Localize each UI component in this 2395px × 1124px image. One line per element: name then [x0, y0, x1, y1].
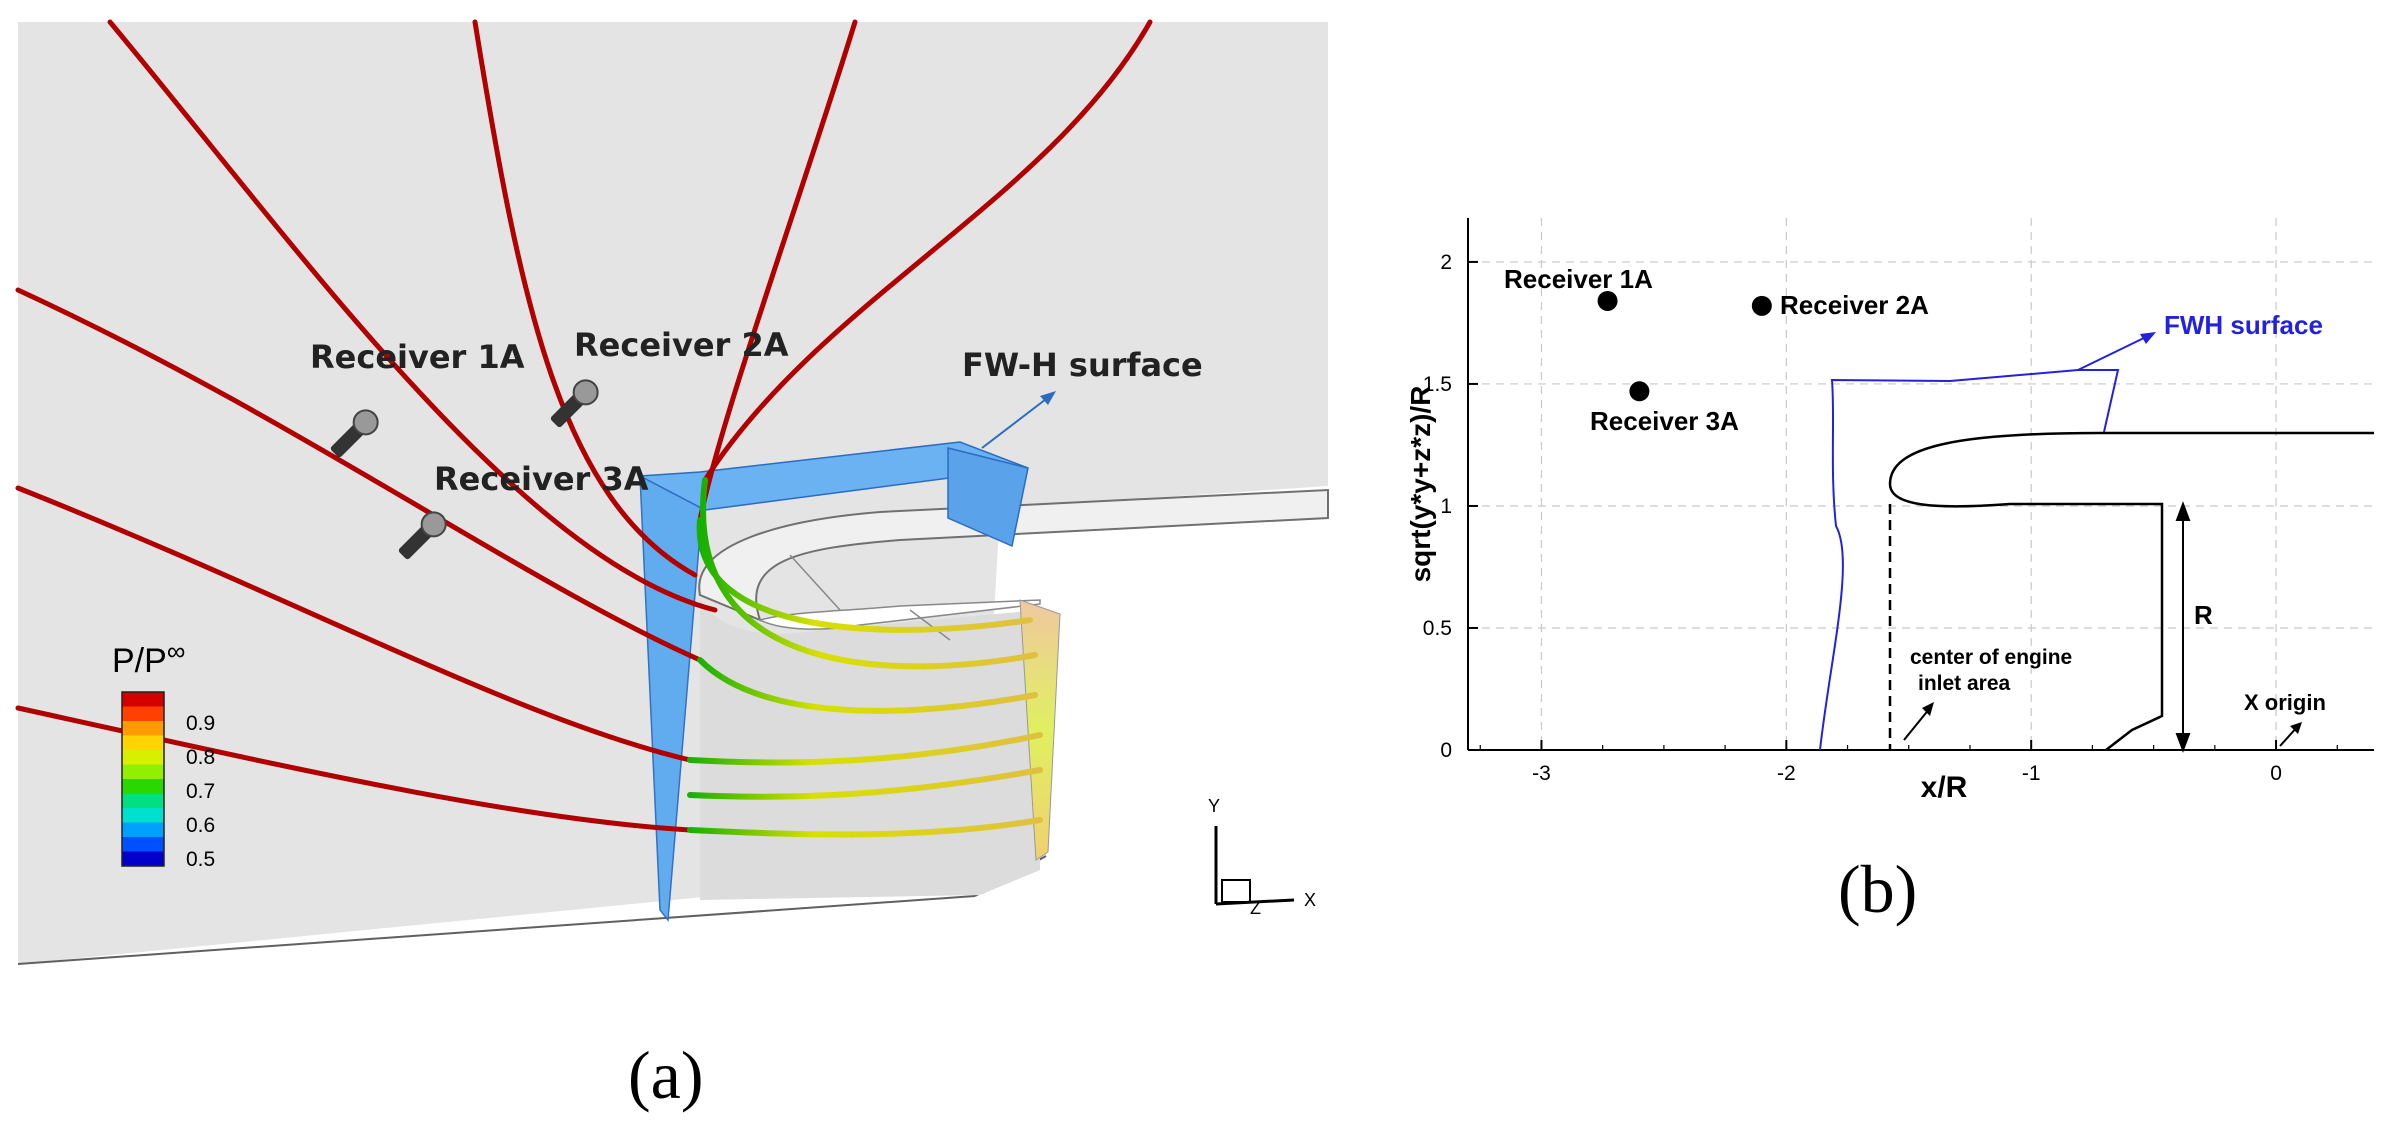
legend-swatch-2 [122, 721, 164, 736]
legend-tick-0.9: 0.9 [186, 712, 215, 735]
streamline-1 [107, 19, 718, 613]
x-tick-group: -3 -2 -1 0 [1479, 740, 2338, 785]
triad-y-label: Y [1208, 796, 1220, 816]
inlet-tube-4 [687, 732, 1043, 766]
streamline-2 [472, 19, 698, 578]
legend-swatch-4 [122, 750, 164, 765]
nacelle-profile [1888, 431, 2374, 751]
legend-swatch-0 [122, 692, 164, 707]
plot-grid [1468, 218, 2374, 750]
inlet-tube-2 [700, 477, 1038, 670]
streamline-3 [15, 287, 703, 663]
x-origin-label: X origin [2244, 690, 2326, 715]
legend-frame [121, 691, 165, 867]
microphone-icon-3a [398, 511, 447, 560]
nacelle-panel-line [789, 554, 841, 611]
x-axis-label: x/R [1921, 771, 1968, 804]
legend-swatch-5 [122, 764, 164, 780]
nacelle-panel-line-2 [909, 609, 951, 641]
panel-a: Receiver 1A Receiver 2A Receiver 3A FW-H… [15, 19, 1329, 1113]
legend-swatch-11 [122, 851, 164, 867]
streamlines-red [15, 19, 1153, 833]
triad-x-label: X [1304, 890, 1316, 910]
receiver-2a-label: Receiver 2A [574, 326, 789, 364]
panel-a-label: (a) [628, 1037, 703, 1113]
fwh-surface-line [1819, 369, 2120, 751]
y-axis-label: sqrt(y*y+z*z)/R [1405, 386, 1436, 583]
fwh-surface [637, 441, 1029, 922]
panel-b-label: (b) [1838, 851, 1917, 927]
y-tick-label-4: 2 [1440, 251, 1452, 274]
r-label: R [2194, 600, 2213, 630]
y-tick-group: 0 0.5 1 1.5 2 [1423, 251, 1478, 762]
inlet-tube-5 [687, 767, 1043, 800]
legend-swatch-10 [122, 837, 164, 852]
legend-tick-0.6: 0.6 [186, 814, 215, 837]
y-tick-label-2: 1 [1440, 495, 1452, 518]
fwh-arrow [981, 391, 1056, 449]
streamline-4 [15, 485, 693, 763]
legend-swatch-9 [122, 822, 164, 838]
fwh-surface-label-b: FWH surface [2164, 310, 2323, 340]
legend-title: P/P∞ [112, 636, 185, 680]
x-tick-label-1: -2 [1777, 762, 1796, 785]
legend-swatch-7 [122, 793, 164, 809]
inlet-tube-6 [687, 817, 1043, 838]
pressure-legend: P/P∞ 0.9 0.8 0.7 0.6 0.5 [112, 636, 215, 871]
receiver-3a-label-b: Receiver 3A [1590, 406, 1739, 436]
receiver-dot-2a [1751, 295, 1772, 316]
legend-tick-0.5: 0.5 [186, 848, 215, 871]
legend-swatch-8 [122, 808, 164, 823]
receiver-2a-label-b: Receiver 2A [1780, 290, 1929, 320]
center-label-line-1: center of engine [1910, 646, 2072, 669]
axes-triad [1214, 826, 1295, 906]
microphone-icon-1a [330, 409, 379, 458]
streamline-7 [702, 19, 1153, 483]
y-tick-label-1: 0.5 [1423, 617, 1452, 640]
x-tick-label-0: -3 [1532, 762, 1551, 785]
y-tick-label-0: 0 [1440, 739, 1452, 762]
inlet-tube-1 [696, 517, 1033, 633]
receiver-markers [1597, 290, 1772, 402]
triad-z-label: Z [1250, 898, 1261, 918]
radius-dimension [2175, 501, 2191, 753]
fwh-label-arrow [2077, 332, 2156, 371]
legend-swatch-6 [122, 779, 164, 794]
fwh-surface-label: FW-H surface [962, 346, 1203, 384]
legend-swatch-1 [122, 706, 164, 722]
streamlines-inlet [687, 477, 1043, 838]
engine-nacelle [698, 488, 1329, 900]
center-arrow [1903, 702, 1934, 741]
center-label-line-2: inlet area [1918, 672, 2011, 695]
x-tick-label-3: 0 [2270, 762, 2282, 785]
inlet-tube-3 [697, 657, 1038, 714]
legend-color-bar [121, 691, 165, 867]
receiver-1a-label: Receiver 1A [310, 338, 525, 376]
receiver-1a-label-b: Receiver 1A [1504, 264, 1653, 294]
x-tick-label-2: -1 [2022, 762, 2041, 785]
ground-edge [17, 895, 976, 965]
receiver-dot-1a [1597, 290, 1618, 311]
receiver-3a-label: Receiver 3A [434, 460, 649, 498]
panel-b: -3 -2 -1 0 0 0.5 1 1.5 2 x/R sqrt(y*y+z*z)/R FW… [1405, 218, 2374, 927]
receiver-dot-3a [1629, 381, 1650, 402]
x-origin-arrow [2279, 722, 2302, 747]
legend-swatch-3 [122, 735, 164, 751]
legend-tick-0.7: 0.7 [186, 780, 215, 803]
y-tick-label-3: 1.5 [1423, 373, 1452, 396]
legend-tick-0.8: 0.8 [186, 746, 215, 769]
microphone-icon-2a [550, 379, 599, 428]
